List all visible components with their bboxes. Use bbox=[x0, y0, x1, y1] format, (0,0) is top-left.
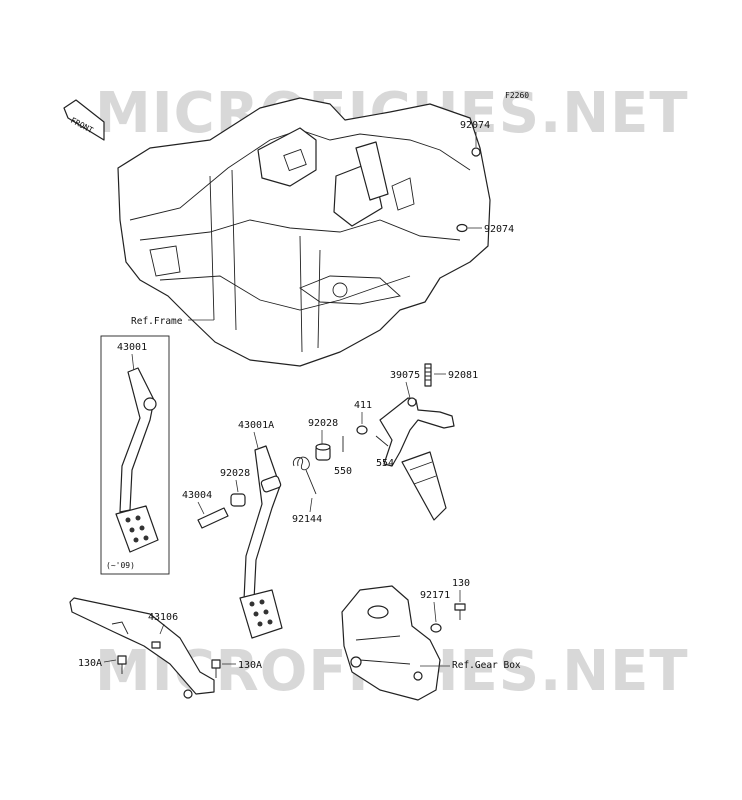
label-130: 130 bbox=[452, 578, 470, 589]
bolt-130 bbox=[454, 603, 466, 620]
washer-411 bbox=[356, 425, 368, 435]
throttle-pedal-assembly bbox=[379, 397, 455, 521]
ref-gear-box-label: Ref.Gear Box bbox=[452, 660, 521, 671]
inset-note: (~'09) bbox=[106, 561, 135, 570]
label-550: 550 bbox=[334, 466, 352, 477]
label-92028-b: 92028 bbox=[220, 468, 250, 479]
gear-box bbox=[341, 585, 441, 701]
clip-92171 bbox=[430, 623, 442, 633]
ref-frame-label: Ref.Frame bbox=[131, 316, 183, 327]
label-92081: 92081 bbox=[448, 370, 478, 381]
part-92074-top: 92074 bbox=[460, 120, 490, 157]
figure-code: F2260 bbox=[505, 91, 529, 100]
label-554: 554 bbox=[376, 458, 394, 469]
label-92074-top: 92074 bbox=[460, 120, 490, 131]
part-92074-side: 92074 bbox=[456, 223, 514, 235]
label-130A-left: 130A bbox=[78, 658, 102, 669]
label-92074-side: 92074 bbox=[484, 224, 514, 235]
spring-92081 bbox=[424, 363, 432, 387]
parking-brake-lever bbox=[69, 597, 215, 699]
bushing-92028-a bbox=[315, 443, 331, 461]
spring-92144 bbox=[292, 456, 317, 495]
bolt-130A-right bbox=[211, 659, 221, 678]
bolt-130A-left bbox=[117, 655, 127, 674]
label-43001: 43001 bbox=[117, 342, 147, 353]
bushing-92028-b bbox=[230, 493, 246, 507]
label-39075: 39075 bbox=[390, 370, 420, 381]
brake-pedal-inset bbox=[115, 367, 159, 553]
label-130A-right: 130A bbox=[238, 660, 262, 671]
inset-box bbox=[100, 335, 170, 575]
label-92171: 92171 bbox=[420, 590, 450, 601]
label-43106: 43106 bbox=[148, 612, 178, 623]
label-43001A: 43001A bbox=[238, 420, 274, 431]
label-92028-a: 92028 bbox=[308, 418, 338, 429]
label-92144: 92144 bbox=[292, 514, 322, 525]
label-43004: 43004 bbox=[182, 490, 212, 501]
brake-pedal bbox=[239, 445, 283, 639]
shaft-43004 bbox=[197, 507, 229, 529]
label-411: 411 bbox=[354, 400, 372, 411]
pin-554 bbox=[375, 435, 389, 447]
frame-assembly bbox=[117, 97, 491, 367]
